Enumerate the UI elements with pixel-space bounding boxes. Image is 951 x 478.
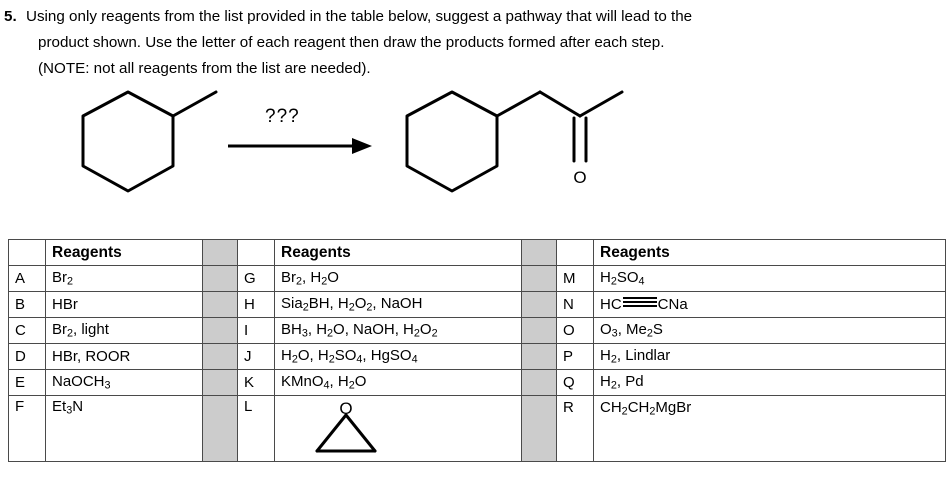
reagent-e: NaOCH3	[45, 369, 203, 396]
row-letter-j: J	[237, 343, 275, 370]
header-reagents-2: Reagents	[274, 239, 522, 266]
spacer-cell	[521, 291, 557, 318]
starting-material-structure	[81, 90, 218, 193]
spacer-cell	[202, 291, 238, 318]
reagent-r: CH2CH2MgBr	[593, 395, 946, 462]
question-line-1: Using only reagents from the list provid…	[26, 8, 693, 25]
row-letter-k: K	[237, 369, 275, 396]
row-letter-f: F	[8, 395, 46, 462]
header-reagents-1: Reagents	[45, 239, 203, 266]
reagent-i: BH3, H2O, NaOH, H2O2	[274, 317, 522, 344]
spacer-cell	[202, 395, 238, 462]
acetylide-right: CNa	[657, 296, 688, 313]
table-row: A Br2 G Br2, H2O M H2SO4	[8, 265, 946, 292]
triple-bond-icon	[622, 297, 657, 308]
question-line-3: (NOTE: not all reagents from the list ar…	[38, 60, 371, 77]
row-letter-n: N	[556, 291, 594, 318]
reagent-k: KMnO4, H2O	[274, 369, 522, 396]
spacer-cell	[521, 343, 557, 370]
spacer-cell	[521, 265, 557, 292]
spacer-cell	[202, 317, 238, 344]
reagent-p: H2, Lindlar	[593, 343, 946, 370]
epoxide-oxygen-label: O	[339, 399, 352, 418]
scheme-drawing: O	[81, 90, 624, 193]
row-letter-i: I	[237, 317, 275, 344]
header-blank-3	[556, 239, 594, 266]
reagent-f: Et3N	[45, 395, 203, 462]
epoxide-structure: O	[315, 399, 377, 453]
spacer-column-2	[521, 239, 557, 266]
row-letter-c: C	[8, 317, 46, 344]
table-row: C Br2, light I BH3, H2O, NaOH, H2O2 O O3…	[8, 317, 946, 344]
product-oxygen-label: O	[573, 168, 586, 187]
row-letter-o: O	[556, 317, 594, 344]
reagent-g: Br2, H2O	[274, 265, 522, 292]
table-row: F Et3N L O R CH2CH2MgBr	[8, 395, 946, 462]
reagent-l: O	[274, 395, 522, 462]
reagent-d: HBr, ROOR	[45, 343, 203, 370]
question-number: 5.	[4, 8, 17, 25]
reaction-arrow	[228, 138, 372, 154]
spacer-cell	[521, 369, 557, 396]
spacer-cell	[202, 265, 238, 292]
arrow-question-label: ???	[265, 106, 300, 127]
reagent-table: Reagents Reagents Reagents A Br2 G Br2, …	[8, 239, 946, 462]
reagent-q: H2, Pd	[593, 369, 946, 396]
row-letter-r: R	[556, 395, 594, 462]
spacer-cell	[521, 317, 557, 344]
spacer-cell	[202, 369, 238, 396]
row-letter-l: L	[237, 395, 275, 462]
reaction-scheme: ??? O	[0, 86, 951, 211]
row-letter-d: D	[8, 343, 46, 370]
row-letter-q: Q	[556, 369, 594, 396]
table-row: E NaOCH3 K KMnO4, H2O Q H2, Pd	[8, 369, 946, 396]
reagent-a: Br2	[45, 265, 203, 292]
product-structure	[405, 90, 624, 193]
reagent-b: HBr	[45, 291, 203, 318]
reagent-m: H2SO4	[593, 265, 946, 292]
acetylide-left: HC	[600, 296, 622, 313]
table-header-row: Reagents Reagents Reagents	[8, 239, 946, 266]
table-row: B HBr H Sia2BH, H2O2, NaOH N HC CNa	[8, 291, 946, 318]
row-letter-a: A	[8, 265, 46, 292]
row-letter-b: B	[8, 291, 46, 318]
reagent-c: Br2, light	[45, 317, 203, 344]
header-blank-1	[8, 239, 46, 266]
row-letter-g: G	[237, 265, 275, 292]
table-row: D HBr, ROOR J H2O, H2SO4, HgSO4 P H2, Li…	[8, 343, 946, 370]
header-reagents-3: Reagents	[593, 239, 946, 266]
question-line-2: product shown. Use the letter of each re…	[38, 34, 665, 51]
reagent-n: HC CNa	[593, 291, 946, 318]
row-letter-h: H	[237, 291, 275, 318]
question-block: 5. Using only reagents from the list pro…	[0, 4, 930, 82]
row-letter-m: M	[556, 265, 594, 292]
row-letter-p: P	[556, 343, 594, 370]
reagent-j: H2O, H2SO4, HgSO4	[274, 343, 522, 370]
spacer-cell	[521, 395, 557, 462]
spacer-column-1	[202, 239, 238, 266]
row-letter-e: E	[8, 369, 46, 396]
header-blank-2	[237, 239, 275, 266]
reagent-h: Sia2BH, H2O2, NaOH	[274, 291, 522, 318]
spacer-cell	[202, 343, 238, 370]
reagent-o: O3, Me2S	[593, 317, 946, 344]
